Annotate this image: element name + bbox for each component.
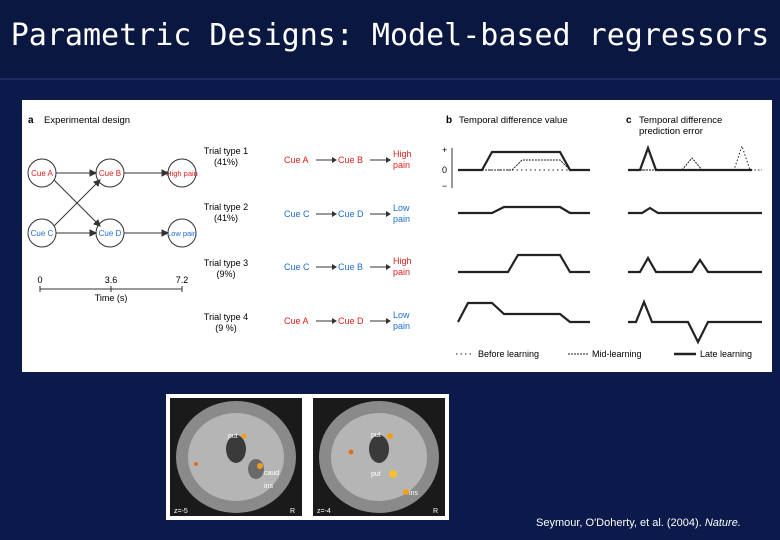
slide-title: Parametric Designs: Model-based regresso…	[0, 18, 780, 53]
brain-svg: put caud ins z=-5 R put put ins z=-4 R	[166, 394, 449, 520]
axis-minus: −	[442, 181, 447, 191]
trial-4-pct: (9 %)	[215, 323, 237, 333]
brain-right-put-1: put	[371, 432, 381, 439]
brain-slice-right: put put ins z=-4 R	[313, 398, 445, 516]
time-axis: 0 3.6 7.2 Time (s)	[37, 275, 188, 303]
trial-2-outcome-2: pain	[393, 214, 410, 224]
td-value-traces	[458, 152, 590, 322]
node-high-pain-label: High pain	[166, 169, 198, 178]
trial-2-cue1: Cue C	[284, 209, 310, 219]
panel-c-title-1: Temporal difference	[639, 115, 722, 126]
trial-3-outcome-2: pain	[393, 267, 410, 277]
trial-2-outcome-1: Low	[393, 203, 410, 213]
legend-late: Late learning	[700, 349, 752, 359]
node-cue-b-label: Cue B	[99, 169, 121, 178]
panel-a-letter: a	[28, 115, 34, 126]
figure-panel: a Experimental design Cue A Cue B High p…	[22, 100, 772, 372]
trial-1-pct: (41%)	[214, 157, 238, 167]
trial-4-outcome-2: pain	[393, 321, 410, 331]
title-bar: Parametric Designs: Model-based regresso…	[0, 0, 780, 80]
trial-2-cue2: Cue D	[338, 209, 364, 219]
node-cue-c-label: Cue C	[31, 229, 54, 238]
panel-c-letter: c	[626, 115, 632, 126]
citation-journal: Nature.	[705, 517, 741, 529]
trial-4-cue2: Cue D	[338, 316, 364, 326]
time-tick-2: 7.2	[176, 275, 189, 285]
brain-slice-left: put caud ins z=-5 R	[170, 398, 302, 516]
brain-right-slice: z=-4	[317, 508, 331, 515]
brain-right-ins: ins	[409, 490, 418, 497]
panel-a-title: Experimental design	[44, 115, 130, 126]
prediction-error-traces	[628, 146, 762, 342]
brain-left-side: R	[290, 508, 295, 515]
axis-plus: +	[442, 145, 447, 155]
time-tick-1: 3.6	[105, 275, 118, 285]
state-diagram: Cue A Cue B High pain Cue C Cue D Low pa…	[28, 159, 198, 247]
trial-4-name: Trial type 4	[204, 312, 248, 322]
brain-right-put-2: put	[371, 471, 381, 478]
brain-right-side: R	[433, 508, 438, 515]
figure-svg: a Experimental design Cue A Cue B High p…	[22, 100, 772, 372]
trial-3-outcome-1: High	[393, 256, 412, 266]
trial-4-outcome-1: Low	[393, 310, 410, 320]
trial-2-pct: (41%)	[214, 213, 238, 223]
trial-4-cue1: Cue A	[284, 316, 309, 326]
brain-left-slice: z=-5	[174, 508, 188, 515]
node-low-pain-label: Low pain	[167, 229, 197, 238]
trial-1-cue2: Cue B	[338, 155, 363, 165]
legend-mid: Mid-learning	[592, 349, 642, 359]
trial-3-cue2: Cue B	[338, 262, 363, 272]
brain-slices: put caud ins z=-5 R put put ins z=-4 R	[166, 394, 449, 520]
trial-1-outcome-2: pain	[393, 160, 410, 170]
legend-before: Before learning	[478, 349, 539, 359]
diagram-arrows	[54, 170, 168, 236]
time-tick-0: 0	[37, 275, 42, 285]
brain-left-put: put	[228, 433, 238, 440]
citation: Seymour, O'Doherty, et al. (2004). Natur…	[536, 517, 741, 529]
brain-left-ins: ins	[264, 483, 273, 490]
node-cue-d-label: Cue D	[99, 229, 122, 238]
panel-b-title: Temporal difference value	[459, 115, 568, 126]
trial-1-cue1: Cue A	[284, 155, 309, 165]
legend: Before learning Mid-learning Late learni…	[456, 349, 752, 359]
trial-list: Trial type 1 (41%) Cue A Cue B High pain…	[204, 146, 412, 333]
trial-1-outcome-1: High	[393, 149, 412, 159]
trial-3-name: Trial type 3	[204, 258, 248, 268]
brain-left-caud: caud	[264, 470, 279, 477]
trial-3-pct: (9%)	[216, 269, 235, 279]
trial-3-cue1: Cue C	[284, 262, 310, 272]
node-cue-a-label: Cue A	[31, 169, 53, 178]
time-axis-label: Time (s)	[95, 293, 128, 303]
axis-zero: 0	[442, 165, 447, 175]
trial-2-name: Trial type 2	[204, 202, 248, 212]
citation-authors: Seymour, O'Doherty, et al. (2004).	[536, 517, 705, 529]
panel-b-letter: b	[446, 115, 452, 126]
trial-1-name: Trial type 1	[204, 146, 248, 156]
panel-c-title-2: prediction error	[639, 126, 703, 137]
